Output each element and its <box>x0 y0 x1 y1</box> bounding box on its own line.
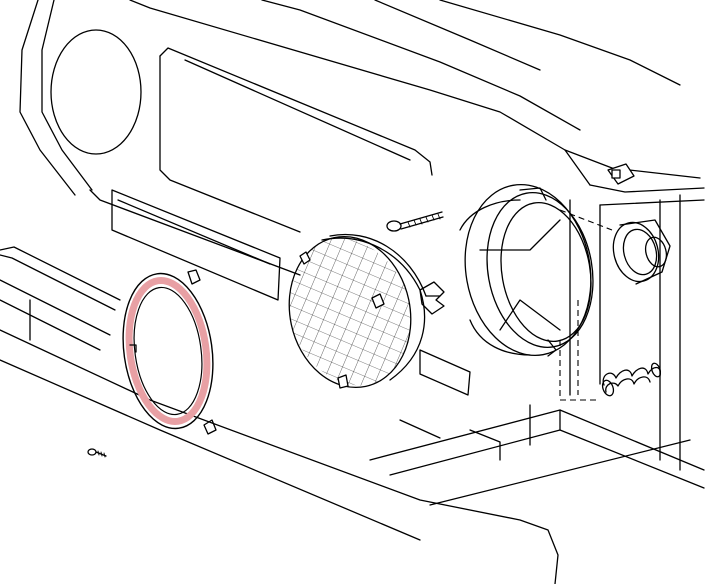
fender-round-opening <box>50 29 142 155</box>
grille-slot-upper <box>111 189 281 301</box>
wiring-connector <box>612 219 671 285</box>
headlamp-mounting-bucket <box>459 183 594 357</box>
adjuster-spring <box>601 362 662 397</box>
headlamp-trim-ring <box>122 269 217 435</box>
trim-ring-tab-bottom <box>203 419 217 435</box>
lamp-lug-bottom <box>337 374 349 389</box>
trim-ring-tab-top <box>187 269 201 285</box>
adjusting-screw <box>386 211 444 232</box>
sealed-beam-lamp <box>288 233 427 389</box>
lamp-lug-right <box>371 293 385 309</box>
lamp-lug-top <box>299 251 311 265</box>
grille-slot-lower <box>419 349 471 396</box>
small-screw <box>87 448 107 458</box>
lamp-terminal-clip <box>419 281 445 315</box>
retaining-clip <box>607 163 635 185</box>
assembly-guide-lines <box>559 209 613 401</box>
